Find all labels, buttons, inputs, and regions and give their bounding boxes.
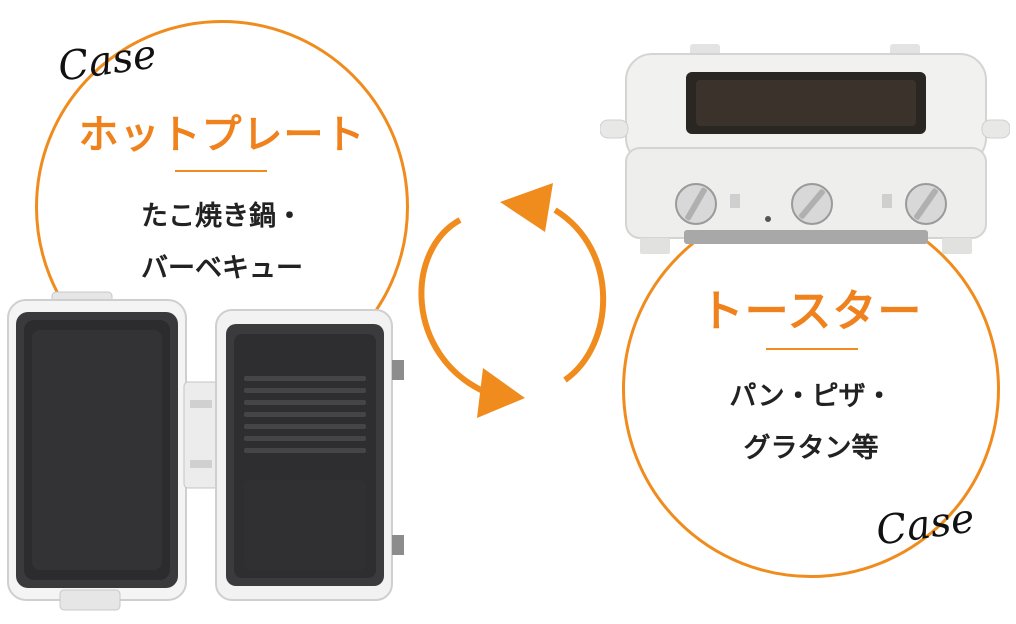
circular-arrows-icon	[405, 180, 625, 420]
toaster-divider	[766, 348, 858, 350]
hotplate-subtitle-line1: たこ焼き鍋・	[141, 201, 303, 232]
hotplate-product-image	[0, 290, 410, 624]
toaster-subtitle-line2: グラタン等	[743, 433, 879, 464]
hotplate-divider	[175, 170, 267, 172]
hotplate-title: ホットプレート	[78, 112, 366, 158]
toaster-product-image	[600, 44, 1010, 256]
toaster-title: トースター	[699, 286, 923, 337]
hotplate-subtitle-line2: バーベキュー	[141, 253, 303, 284]
toaster-subtitle-line1: パン・ピザ・	[729, 381, 893, 412]
